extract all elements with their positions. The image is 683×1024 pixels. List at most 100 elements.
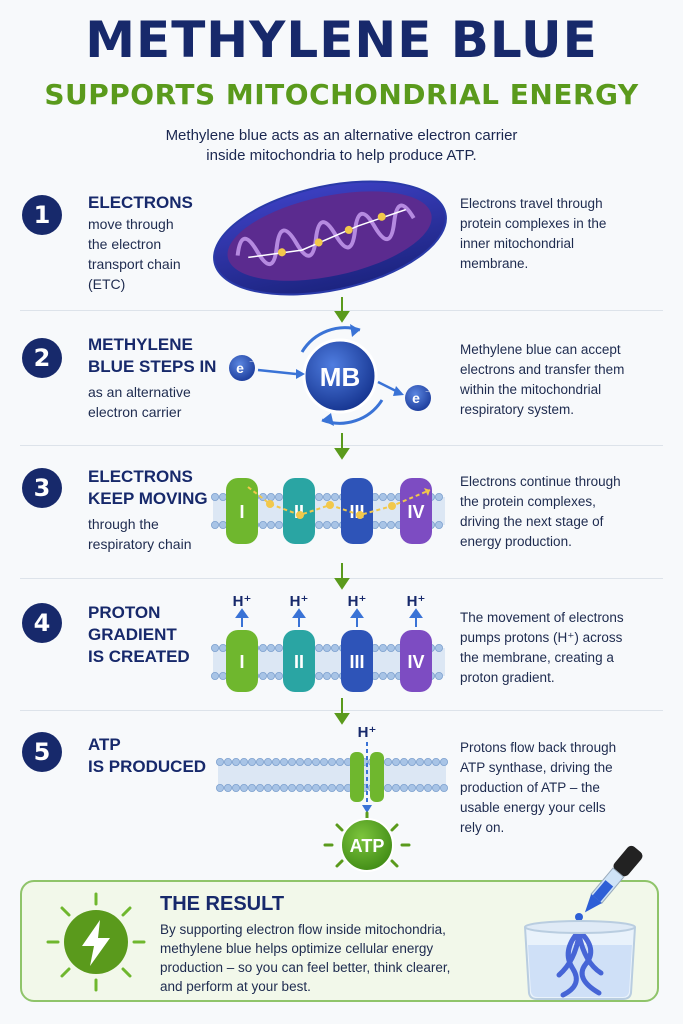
- membrane-head: [383, 758, 392, 767]
- membrane-head: [282, 644, 291, 653]
- membrane-head: [215, 758, 224, 767]
- membrane-head: [410, 672, 419, 681]
- membrane-head: [242, 644, 251, 653]
- membrane-head: [274, 492, 283, 501]
- svg-text:I: I: [239, 652, 244, 672]
- membrane-head: [218, 672, 227, 681]
- membrane-head: [383, 784, 392, 793]
- membrane-head: [306, 672, 315, 681]
- svg-text:⁻: ⁻: [425, 388, 430, 398]
- membrane-head: [330, 644, 339, 653]
- membrane-head: [327, 784, 336, 793]
- step-2-heading: METHYLENE BLUE STEPS IN: [88, 335, 217, 376]
- membrane-head: [346, 521, 355, 530]
- step-1-number: 1: [22, 195, 62, 235]
- membrane-head: [354, 521, 363, 530]
- membrane-head: [415, 758, 424, 767]
- membrane-head: [250, 521, 259, 530]
- membrane-head: [338, 672, 347, 681]
- membrane-head: [282, 492, 291, 501]
- svg-text:IV: IV: [407, 652, 424, 672]
- membrane-head: [271, 758, 280, 767]
- separator: [20, 710, 663, 711]
- membrane-head: [322, 672, 331, 681]
- membrane-head: [410, 492, 419, 501]
- membrane-head: [290, 492, 299, 501]
- membrane-head: [226, 492, 235, 501]
- complex-II-label: II: [294, 502, 304, 522]
- membrane-head: [266, 492, 275, 501]
- intro-text: Methylene blue acts as an alternative el…: [165, 127, 518, 164]
- membrane-head: [346, 672, 355, 681]
- membrane-head: [391, 758, 400, 767]
- atp-synthase-illustration: H⁺ ATP: [215, 724, 448, 872]
- membrane-head: [279, 758, 288, 767]
- membrane-head: [327, 758, 336, 767]
- step-2-body: as an alternative electron carrier: [88, 384, 191, 420]
- membrane-step-3: I II III IV: [210, 478, 445, 544]
- electron-label-out: e: [412, 390, 420, 406]
- separator: [20, 310, 663, 311]
- membrane-head: [426, 492, 435, 501]
- svg-text:II: II: [294, 652, 304, 672]
- membrane-head: [354, 672, 363, 681]
- membrane-head: [362, 492, 371, 501]
- membrane-head: [322, 644, 331, 653]
- step-5-heading: ATP IS PRODUCED: [88, 735, 207, 776]
- membrane-head: [330, 521, 339, 530]
- membrane-head: [418, 672, 427, 681]
- proton-label-1: H⁺: [233, 593, 252, 610]
- separator: [20, 445, 663, 446]
- step-4-heading: PROTON GRADIENT IS CREATED: [88, 603, 190, 666]
- membrane-head: [346, 644, 355, 653]
- membrane-head: [370, 521, 379, 530]
- step-4-description: The movement of electrons pumps protons …: [460, 610, 624, 685]
- membrane-head: [247, 758, 256, 767]
- membrane-head: [402, 492, 411, 501]
- membrane-head: [431, 784, 440, 793]
- membrane-head: [386, 492, 395, 501]
- membrane-head: [306, 644, 315, 653]
- membrane-head: [266, 521, 275, 530]
- membrane-head: [242, 672, 251, 681]
- membrane-head: [266, 672, 275, 681]
- membrane-head: [234, 644, 243, 653]
- membrane-head: [242, 521, 251, 530]
- membrane-head: [255, 784, 264, 793]
- membrane-head: [439, 784, 448, 793]
- membrane-head: [343, 784, 352, 793]
- membrane-head: [330, 672, 339, 681]
- membrane-head: [258, 521, 267, 530]
- membrane-head: [234, 492, 243, 501]
- membrane-head: [314, 492, 323, 501]
- step-3-description: Electrons continue through the protein c…: [460, 474, 621, 549]
- membrane-head: [306, 521, 315, 530]
- atp-label: ATP: [350, 836, 385, 856]
- page-title: METHYLENE BLUE: [85, 11, 598, 69]
- step-5-number: 5: [22, 732, 62, 772]
- membrane-head: [239, 784, 248, 793]
- membrane-head: [282, 521, 291, 530]
- membrane-head: [210, 521, 219, 530]
- membrane-head: [394, 672, 403, 681]
- membrane-head: [298, 644, 307, 653]
- step-2-description: Methylene blue can accept electrons and …: [460, 342, 625, 417]
- electron-label-in: e: [236, 360, 244, 376]
- membrane-head: [378, 644, 387, 653]
- membrane-head: [370, 492, 379, 501]
- step-3-number: 3: [22, 468, 62, 508]
- membrane-head: [407, 758, 416, 767]
- membrane-head: [354, 492, 363, 501]
- membrane-head: [247, 784, 256, 793]
- membrane-head: [362, 644, 371, 653]
- membrane-head: [343, 758, 352, 767]
- membrane-head: [370, 672, 379, 681]
- mitochondrion-illustration: [213, 180, 447, 296]
- membrane-head: [338, 492, 347, 501]
- result-body: By supporting electron flow inside mitoc…: [160, 922, 451, 994]
- membrane-head: [287, 784, 296, 793]
- membrane-head: [290, 521, 299, 530]
- membrane-head: [223, 784, 232, 793]
- membrane-head: [311, 758, 320, 767]
- membrane-head: [375, 784, 384, 793]
